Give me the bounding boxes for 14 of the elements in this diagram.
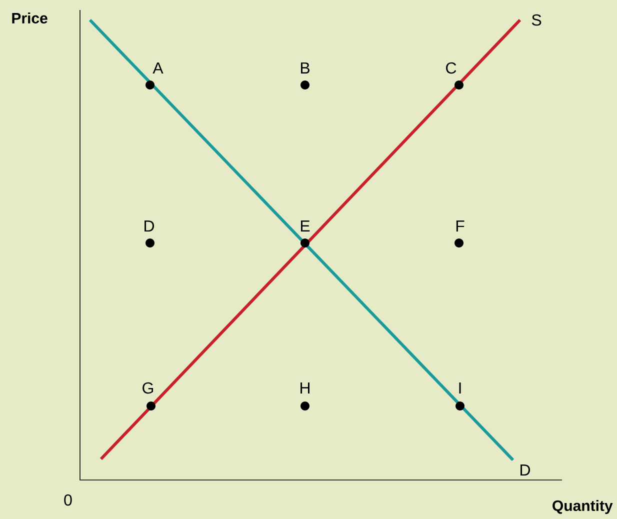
point-label: I bbox=[459, 382, 461, 394]
point-label: C bbox=[446, 62, 456, 74]
point-label: F bbox=[456, 220, 464, 232]
point-label: E bbox=[300, 220, 310, 232]
axis-label: Quantity bbox=[552, 500, 613, 514]
point-label: B bbox=[300, 62, 310, 74]
curve-label: D bbox=[520, 464, 530, 476]
origin-label: 0 bbox=[64, 494, 72, 506]
point-label: A bbox=[152, 62, 164, 74]
curve-label: S bbox=[532, 14, 542, 26]
axis-label: Price bbox=[12, 12, 48, 24]
point-label: G bbox=[142, 382, 154, 394]
point-label: D bbox=[144, 220, 154, 232]
point-label: H bbox=[300, 382, 310, 394]
